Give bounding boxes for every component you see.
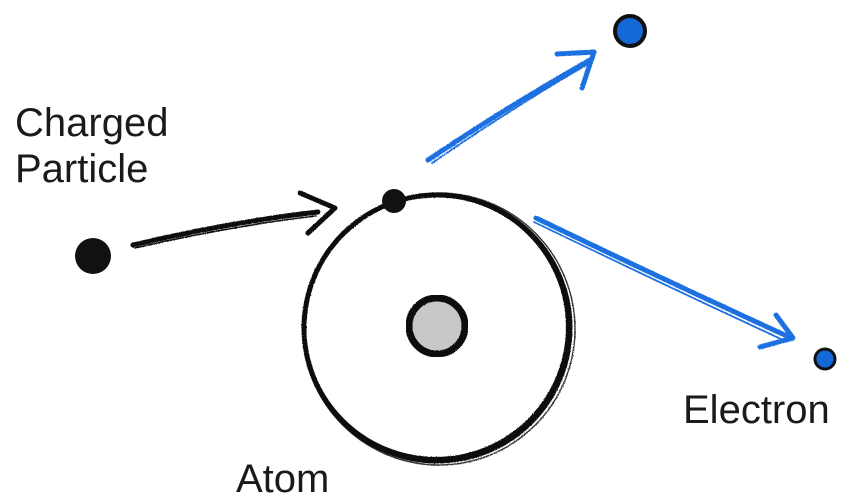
- orbital-electron: [382, 189, 406, 213]
- atom-label: Atom: [236, 457, 329, 501]
- ejected-arrow-upper: [425, 49, 597, 164]
- charged-particle-label-line2: Particle: [15, 147, 148, 191]
- electron-label: Electron: [683, 388, 830, 432]
- ejected-electron-upper: [613, 14, 647, 48]
- charged-particle-label-line1: Charged: [15, 101, 168, 145]
- atom-orbit: [301, 192, 576, 466]
- charged-particle: [75, 238, 111, 274]
- ejected-electron-lower: [813, 347, 837, 371]
- incoming-arrow: [130, 190, 338, 249]
- ejected-arrow-lower: [533, 215, 796, 350]
- atom-nucleus: [405, 294, 469, 358]
